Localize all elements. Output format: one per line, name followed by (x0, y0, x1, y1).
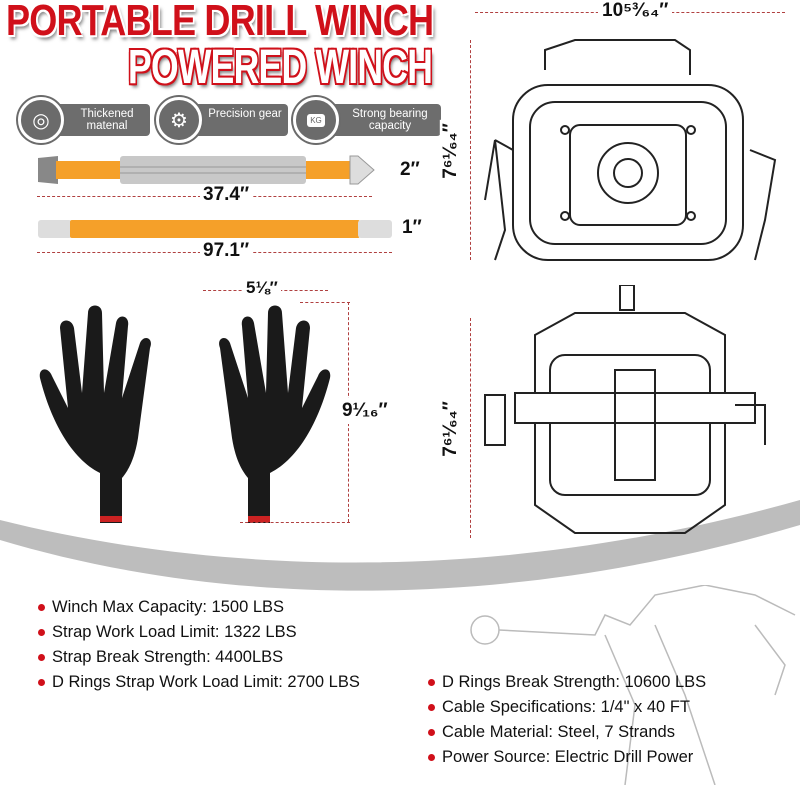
dimension-line (470, 318, 471, 538)
feature-label: Strong bearing capacity (331, 104, 441, 136)
ratchet-strap-image (38, 155, 375, 185)
spec-item: Strap Work Load Limit: 1322 LBS (38, 620, 360, 645)
feature-label: Thickened matenal (56, 104, 150, 136)
strap-width-label: 2″ (400, 159, 420, 180)
winch-height-label: 7⁶¹⁄₆₄″ (439, 120, 462, 182)
feature-label: Precision gear (194, 104, 288, 136)
spec-text: Strap Work Load Limit: 1322 LBS (52, 623, 297, 641)
dimension-line (240, 522, 350, 523)
spec-item: Power Source: Electric Drill Power (428, 745, 706, 770)
dimension-line (300, 302, 350, 303)
person-pulling-winch-illustration (470, 585, 796, 785)
gray-swoosh-decoration (0, 500, 800, 591)
bullet-icon (38, 604, 45, 611)
spec-text: Cable Specifications: 1/4" x 40 FT (442, 698, 690, 716)
kg-label: KG (307, 113, 325, 127)
tow-strap-width-label: 1″ (402, 217, 422, 238)
winch-front-view-drawing (484, 39, 777, 261)
title-line-1: PORTABLE DRILL WINCH (6, 0, 434, 45)
feature-thickened-material: ◎ Thickened matenal (18, 97, 150, 143)
winch-width-label: 10⁵³⁄₆₄″ (598, 0, 673, 22)
bullet-icon (428, 729, 435, 736)
work-gloves-image (39, 305, 331, 523)
spec-text: Cable Material: Steel, 7 Strands (442, 723, 675, 741)
bullet-icon (38, 654, 45, 661)
spec-text: Winch Max Capacity: 1500 LBS (52, 598, 285, 616)
winch-bottom-view-drawing (484, 285, 766, 534)
tow-strap-length-label: 97.1″ (200, 240, 253, 262)
winch-height-bottom-label: 7⁶¹⁄₆₄″ (439, 398, 462, 460)
feature-precision-gear: ⚙ Precision gear (156, 97, 288, 143)
glove-length-label: 9¹⁄₁₆″ (340, 398, 390, 424)
spec-item: Cable Specifications: 1/4" x 40 FT (428, 695, 706, 720)
spec-item: D Rings Break Strength: 10600 LBS (428, 670, 706, 695)
spec-text: D Rings Strap Work Load Limit: 2700 LBS (52, 673, 360, 691)
specs-right-list: D Rings Break Strength: 10600 LBS Cable … (428, 670, 706, 770)
spec-item: D Rings Strap Work Load Limit: 2700 LBS (38, 670, 360, 695)
bullet-icon (38, 629, 45, 636)
tow-strap-image (38, 220, 392, 238)
spec-text: Power Source: Electric Drill Power (442, 748, 694, 766)
specs-left-list: Winch Max Capacity: 1500 LBS Strap Work … (38, 595, 360, 695)
strap-length-label: 37.4″ (200, 184, 253, 206)
spec-item: Winch Max Capacity: 1500 LBS (38, 595, 360, 620)
spec-item: Strap Break Strength: 4400LBS (38, 645, 360, 670)
spec-text: D Rings Break Strength: 10600 LBS (442, 673, 707, 691)
bullet-icon (428, 679, 435, 686)
title-line-2: POWERED WINCH (128, 41, 433, 94)
glove-width-label: 5⅛″ (243, 278, 281, 298)
rolls-icon: ◎ (18, 97, 64, 143)
spec-item: Cable Material: Steel, 7 Strands (428, 720, 706, 745)
bullet-icon (428, 754, 435, 761)
feature-strong-bearing: KG Strong bearing capacity (293, 97, 441, 143)
dimension-line (470, 40, 471, 260)
weight-kg-icon: KG (293, 97, 339, 143)
bullet-icon (428, 704, 435, 711)
bullet-icon (38, 679, 45, 686)
gear-icon: ⚙ (156, 97, 202, 143)
spec-text: Strap Break Strength: 4400LBS (52, 648, 284, 666)
